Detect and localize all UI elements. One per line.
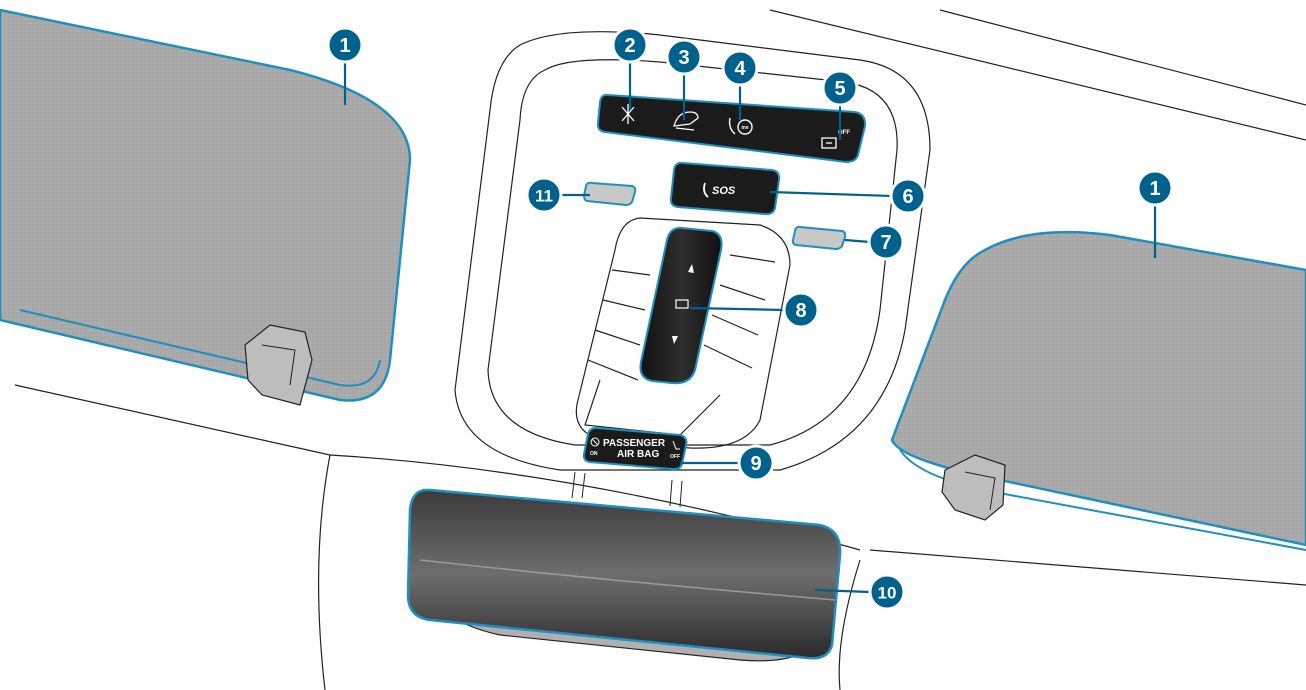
svg-text:me: me	[741, 125, 748, 131]
svg-text:3: 3	[678, 47, 689, 69]
top-button-strip: me OFF	[596, 93, 867, 164]
compartment-lid-reflection	[419, 559, 836, 601]
console-inner	[487, 59, 898, 446]
svg-text:4: 4	[734, 58, 746, 80]
sunroof-switch-icon	[675, 299, 689, 309]
sliding-sunroof-switch[interactable]	[639, 226, 723, 385]
switch-rib-left-4	[587, 359, 639, 381]
svg-text:10: 10	[878, 584, 897, 603]
switch-rib-right-2	[719, 284, 766, 301]
visor-left-hinge-detail	[261, 344, 296, 386]
callout-3: 3	[665, 38, 703, 76]
callout-4: 4	[721, 49, 759, 87]
leader-6	[769, 190, 893, 198]
visor-left-hinge	[244, 324, 313, 406]
headliner-edge-left	[14, 384, 331, 456]
callouts: 1 1 2 3 4 5 6 7	[326, 26, 1174, 611]
sunroof-switch-up-arrow	[688, 264, 694, 273]
overhead-console	[454, 31, 931, 471]
svg-text:1: 1	[339, 35, 350, 57]
callout-8: 8	[782, 291, 820, 329]
left-reading-lamp-lens[interactable]	[582, 181, 637, 207]
leader-10	[814, 588, 871, 594]
compartment-mount-4	[679, 480, 683, 508]
callout-1-right: 1	[1136, 169, 1174, 207]
service-call-icon[interactable]: me	[728, 117, 753, 135]
compartment-lid[interactable]	[406, 488, 842, 660]
switch-rib-right-3	[711, 314, 759, 336]
callout-11: 11	[525, 176, 563, 214]
sunroof-switch-down-arrow	[672, 336, 678, 344]
visor-right-hinge	[941, 454, 1006, 521]
headliner-edge-top-right	[769, 9, 1306, 141]
airbag-off-label: OFF	[670, 454, 680, 460]
headliner-right-lower-2	[838, 559, 861, 690]
switch-rib-left-1	[611, 269, 651, 276]
switch-rib-left-2	[602, 299, 646, 311]
headliner-edge-top-right-2	[939, 9, 1306, 106]
sun-visor-right	[890, 230, 1306, 551]
sunroof-switch-body[interactable]	[639, 226, 723, 385]
airbag-indicator-body	[582, 426, 688, 471]
compartment-mount-3	[669, 479, 673, 507]
callout-9: 9	[737, 444, 775, 482]
compartment-mount-2	[581, 472, 586, 499]
headliner-lines	[14, 9, 1306, 690]
visor-left-edge	[19, 309, 381, 387]
headliner-center-recess	[317, 454, 331, 690]
passenger-airbag-indicator: ON PASSENGER AIR BAG OFF	[582, 426, 688, 471]
compartment-mount-1	[571, 471, 576, 499]
svg-text:1: 1	[1149, 178, 1160, 200]
leader-7	[844, 238, 871, 244]
callout-2: 2	[611, 26, 649, 64]
interior-light-icon[interactable]	[673, 111, 699, 131]
switch-base	[584, 379, 721, 436]
svg-text:9: 9	[750, 453, 761, 475]
right-reading-lamp-lens[interactable]	[791, 225, 847, 251]
sos-label: SOS	[712, 185, 736, 197]
callout-1-left: 1	[326, 26, 364, 64]
interior-protection-icon[interactable]	[821, 137, 837, 149]
callout-6: 6	[889, 177, 927, 215]
switch-rib-right-1	[729, 254, 776, 263]
switch-surround	[575, 217, 791, 449]
sos-button[interactable]: SOS	[669, 161, 781, 216]
svg-text:11: 11	[535, 187, 553, 206]
airbag-off-icon	[590, 437, 600, 447]
svg-text:2: 2	[624, 35, 635, 57]
switch-rib-left-3	[594, 329, 641, 346]
visor-right-hinge-detail	[964, 471, 996, 511]
switch-rib-right-4	[703, 344, 753, 369]
svg-text:7: 7	[880, 232, 891, 254]
svg-text:6: 6	[902, 186, 913, 208]
leader-lines	[343, 60, 1157, 594]
console-outer	[454, 31, 931, 471]
callout-10: 10	[868, 573, 906, 611]
airbag-label-line2: AIR BAG	[617, 449, 659, 460]
airbag-label-line1: PASSENGER	[603, 438, 666, 449]
headliner-right-lower	[869, 549, 1306, 586]
airbag-seat-icon	[672, 440, 680, 450]
sos-phone-icon	[703, 182, 709, 198]
sos-button-body[interactable]	[669, 161, 781, 216]
callout-7: 7	[867, 223, 905, 261]
glasses-compartment[interactable]	[406, 471, 842, 662]
sun-visor-left	[0, 8, 412, 406]
svg-text:8: 8	[795, 300, 806, 322]
callout-5: 5	[821, 69, 859, 107]
reading-lamp-icon[interactable]	[621, 104, 635, 124]
visor-left-body	[0, 8, 412, 402]
svg-text:5: 5	[834, 78, 845, 100]
airbag-on-label: ON	[590, 451, 598, 457]
interior-protection-off-label: OFF	[838, 130, 850, 136]
leader-8	[689, 306, 786, 312]
